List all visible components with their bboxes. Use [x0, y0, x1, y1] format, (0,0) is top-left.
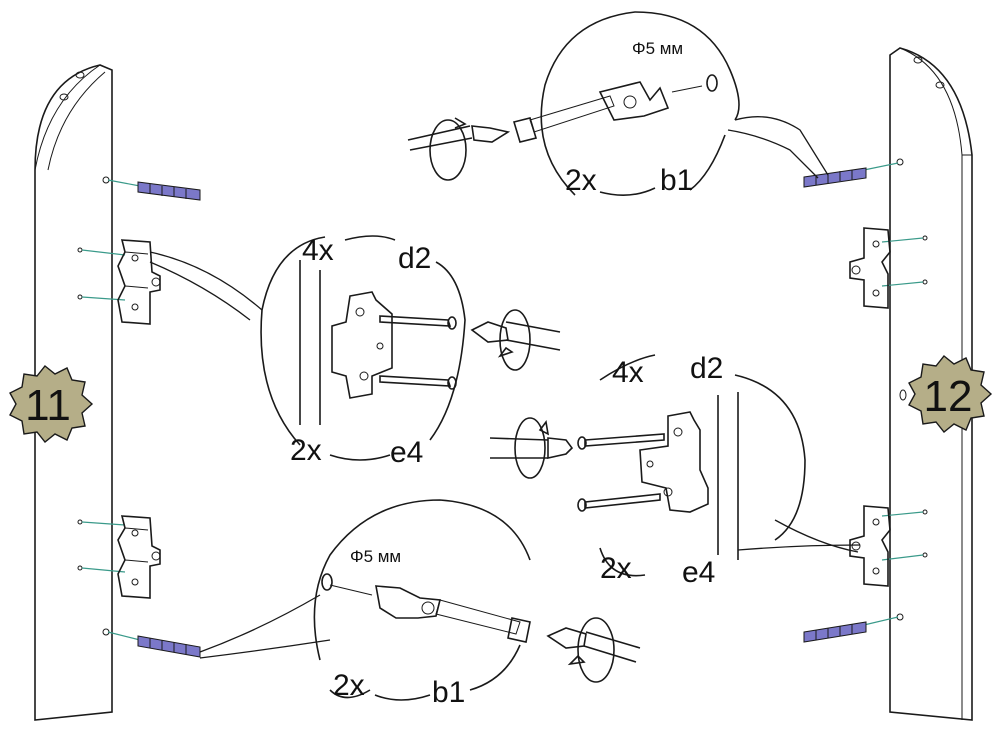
left-guide-lines: [81, 179, 141, 641]
hinge-plate-right-bottom: [849, 505, 891, 587]
callout-top-cam: Φ5 мм 2x b1: [407, 11, 829, 197]
dowel-right-bottom: [803, 621, 867, 643]
part-label-left-hinge-top: d2: [398, 242, 431, 275]
hinge-plate-left-top: [117, 239, 161, 325]
qty-label-right-hinge-top: 4x: [612, 356, 644, 389]
qty-label-left-hinge-top: 4x: [302, 234, 334, 267]
part-label-top-cam: b1: [660, 164, 693, 197]
dowel-left-bottom: [137, 635, 201, 658]
qty-label-top-cam: 2x: [565, 164, 597, 197]
step-badge-12: 12: [908, 355, 993, 433]
callout-bottom-cam: Φ5 мм 2x b1: [199, 499, 641, 709]
qty-label-left-hinge-bottom: 2x: [290, 434, 322, 467]
step-badge-11: 11: [9, 365, 94, 443]
part-label-right-hinge-bottom: e4: [682, 556, 715, 589]
callout-left-hinge: 4x d2 2x e4: [149, 234, 561, 469]
right-guide-lines: [863, 162, 924, 626]
dowel-left-top: [137, 181, 201, 201]
dimension-label-bottom: Φ5 мм: [350, 547, 401, 566]
right-side-panel: [889, 47, 973, 721]
hinge-plate-right-top: [849, 227, 891, 309]
part-label-bottom-cam: b1: [432, 676, 465, 709]
qty-label-right-hinge-bottom: 2x: [600, 552, 632, 585]
dimension-label-top: Φ5 мм: [632, 39, 683, 58]
hinge-plate-left-bottom: [117, 515, 161, 599]
callout-right-hinge: 4x d2 2x e4: [489, 352, 861, 589]
step-number-12: 12: [924, 372, 973, 421]
qty-label-bottom-cam: 2x: [333, 669, 365, 702]
part-label-left-hinge-bottom: e4: [390, 436, 423, 469]
dowel-right-top: [803, 167, 867, 188]
part-label-right-hinge-top: d2: [690, 352, 723, 385]
step-number-11: 11: [25, 381, 71, 430]
